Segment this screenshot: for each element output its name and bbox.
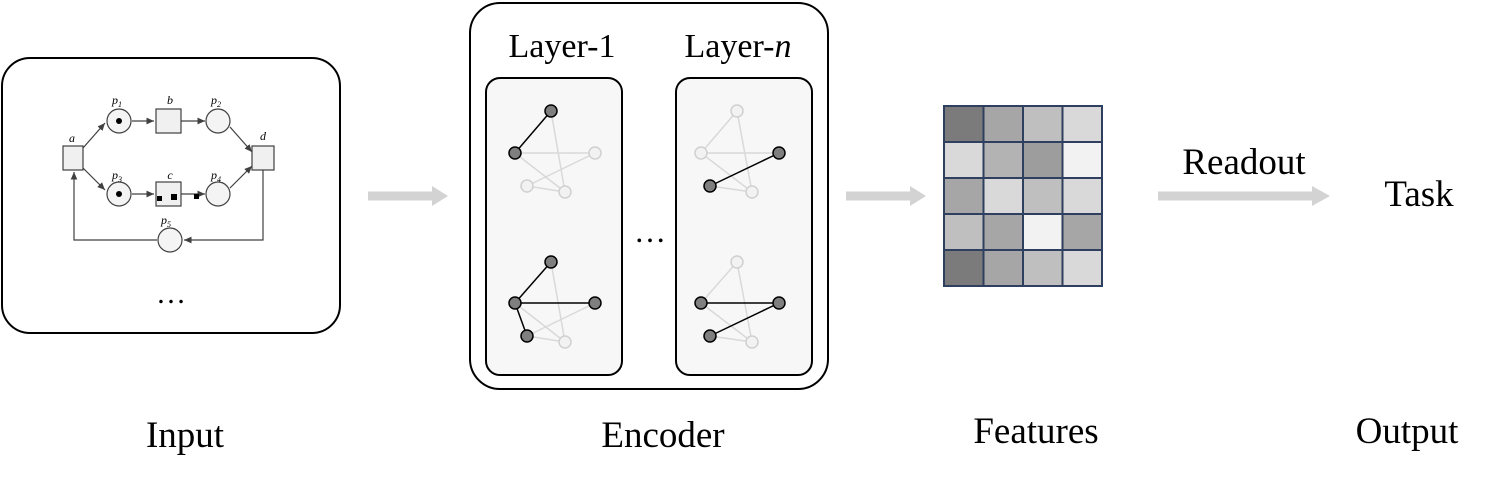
feature-cell bbox=[943, 105, 985, 143]
arrow-input-encoder bbox=[368, 186, 448, 206]
feature-matrix bbox=[943, 105, 1103, 287]
place-p3-token bbox=[116, 191, 122, 197]
feature-cell bbox=[982, 177, 1024, 215]
layer-1-panel bbox=[485, 77, 623, 376]
readout-label: Readout bbox=[1182, 142, 1306, 183]
feature-cell bbox=[1061, 177, 1103, 215]
transition-a bbox=[62, 145, 84, 171]
arc-p2-d bbox=[229, 126, 253, 153]
output-section: Task Output bbox=[1356, 174, 1460, 452]
graph-node bbox=[520, 329, 534, 343]
graph-node bbox=[508, 296, 522, 310]
feature-cell bbox=[1061, 249, 1103, 287]
graph-node bbox=[544, 104, 558, 118]
layer-1-graph-bottom bbox=[508, 255, 602, 349]
feature-cell bbox=[1022, 105, 1064, 143]
graph-node bbox=[730, 255, 744, 269]
layer-1-title: Layer-1 bbox=[509, 28, 616, 65]
graph-node bbox=[694, 296, 708, 310]
readout-arrow-head bbox=[1312, 186, 1330, 206]
feature-cell bbox=[982, 249, 1024, 287]
layer-1-graph-top bbox=[508, 104, 602, 199]
place-label-p4: p4 bbox=[210, 168, 221, 184]
transition-label-b: b bbox=[167, 93, 173, 107]
transition-c-mark-center bbox=[171, 194, 177, 200]
input-ellipsis: … bbox=[156, 277, 186, 310]
layer-n-title: Layer-n bbox=[685, 28, 792, 65]
feature-cell bbox=[943, 177, 985, 215]
place-p5 bbox=[157, 227, 183, 253]
feature-cell bbox=[1022, 177, 1064, 215]
arc-p5-a bbox=[70, 172, 157, 241]
feature-cell bbox=[1022, 213, 1064, 251]
transition-c bbox=[155, 181, 182, 207]
feature-cell bbox=[1061, 141, 1103, 179]
arc-d-p5 bbox=[184, 170, 264, 244]
graph-node bbox=[588, 146, 602, 160]
feature-cell bbox=[1022, 141, 1064, 179]
feature-cell bbox=[982, 141, 1024, 179]
place-p1-token bbox=[116, 118, 122, 124]
feature-cell bbox=[943, 141, 985, 179]
graph-node bbox=[745, 185, 759, 199]
feature-cell bbox=[943, 249, 985, 287]
arrow-encoder-features bbox=[846, 186, 926, 206]
graph-node bbox=[520, 179, 534, 193]
petri-net bbox=[70, 117, 264, 244]
readout-section: Readout bbox=[1158, 142, 1330, 206]
feature-cell bbox=[1061, 105, 1103, 143]
graph-node bbox=[703, 329, 717, 343]
feature-cell bbox=[1022, 249, 1064, 287]
feature-cell bbox=[943, 213, 985, 251]
graph-node bbox=[544, 255, 558, 269]
place-label-p2: p2 bbox=[210, 93, 221, 109]
transition-label-c: c bbox=[167, 168, 173, 182]
features-section: Features bbox=[943, 105, 1103, 452]
task-label: Task bbox=[1384, 174, 1454, 215]
transition-c-mark-left bbox=[157, 196, 162, 201]
transition-label-a: a bbox=[69, 131, 75, 145]
place-p2 bbox=[205, 108, 231, 134]
layer-n-graph-bottom bbox=[694, 255, 786, 349]
layer-n-panel bbox=[675, 77, 813, 376]
place-label-p5: p5 bbox=[160, 213, 171, 229]
feature-cell bbox=[982, 213, 1024, 251]
place-label-p3: p3 bbox=[111, 168, 122, 184]
layer-n-graph-top bbox=[694, 104, 786, 199]
graph-node bbox=[745, 335, 759, 349]
features-caption: Features bbox=[973, 411, 1098, 452]
encoder-ellipsis: … bbox=[634, 213, 666, 249]
transition-label-d: d bbox=[260, 129, 267, 143]
transition-d bbox=[251, 145, 275, 171]
graph-node bbox=[558, 185, 572, 199]
place-p4 bbox=[205, 181, 231, 207]
feature-cell bbox=[982, 105, 1024, 143]
encoder-section: Layer-1 Layer-n bbox=[469, 2, 829, 456]
input-section: a b c d p1 p2 p3 p4 p5 … Input bbox=[1, 57, 341, 456]
arc-a-p1 bbox=[82, 122, 106, 149]
input-caption: Input bbox=[146, 415, 225, 456]
output-caption: Output bbox=[1356, 411, 1460, 452]
encoder-caption: Encoder bbox=[601, 415, 724, 456]
feature-cell bbox=[1061, 213, 1103, 251]
arc-p4-d bbox=[229, 165, 253, 189]
graph-node bbox=[772, 296, 786, 310]
graph-node bbox=[508, 146, 522, 160]
transition-b bbox=[155, 108, 182, 134]
transition-c-mark-right bbox=[194, 194, 199, 199]
graph-node bbox=[588, 296, 602, 310]
arc-a-p3 bbox=[82, 167, 106, 191]
graph-node bbox=[772, 146, 786, 160]
place-label-p1: p1 bbox=[111, 93, 122, 109]
graph-node bbox=[558, 335, 572, 349]
graph-node bbox=[703, 179, 717, 193]
graph-node bbox=[694, 146, 708, 160]
graph-node bbox=[730, 104, 744, 118]
